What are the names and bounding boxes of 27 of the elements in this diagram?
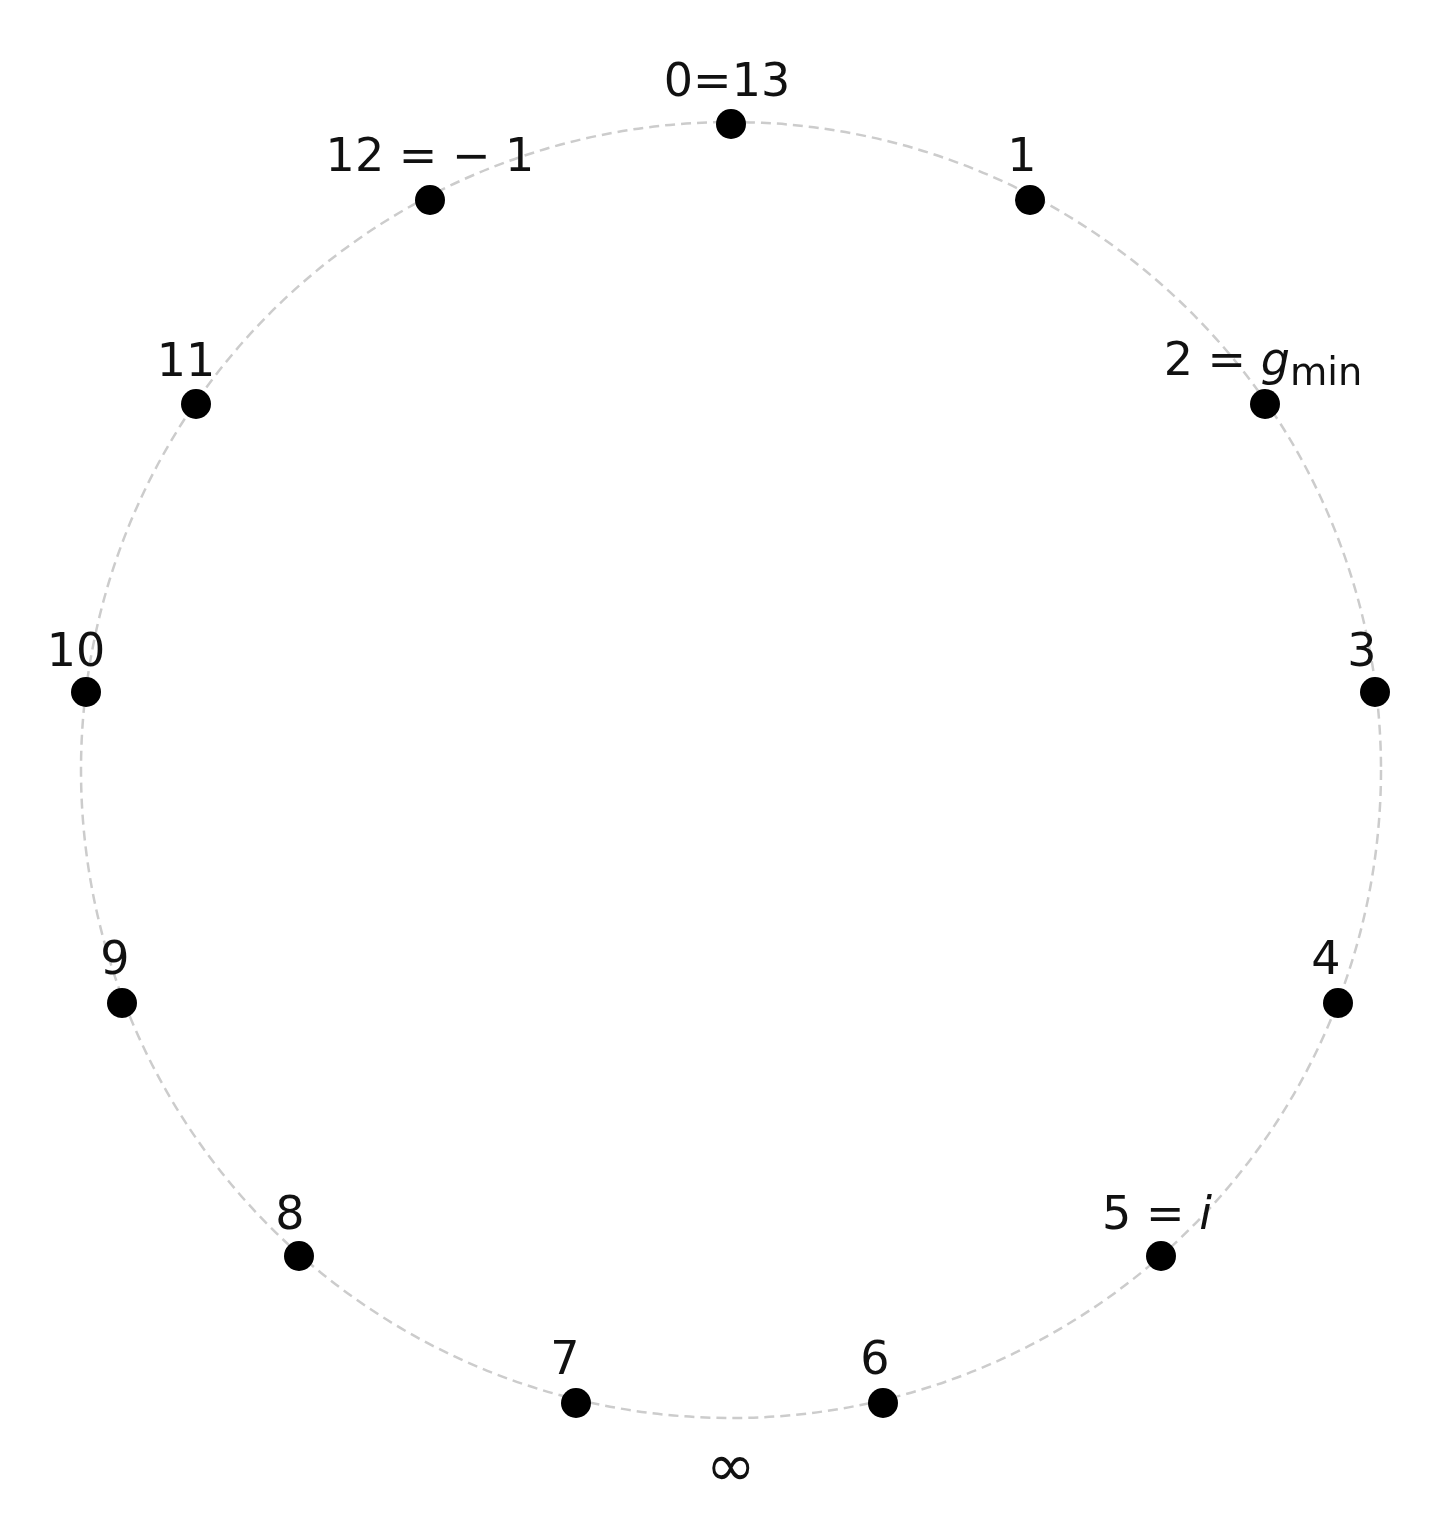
point-label: 9: [100, 935, 130, 981]
point-marker: [107, 988, 137, 1018]
point-marker: [1146, 1241, 1176, 1271]
point-label: 4: [1311, 935, 1341, 981]
point-label: 5 = i: [1102, 1190, 1212, 1236]
point-marker: [1250, 389, 1280, 419]
point-label: 6: [860, 1335, 890, 1381]
point-marker: [1015, 185, 1045, 215]
point-marker: [1323, 988, 1353, 1018]
point-marker: [71, 677, 101, 707]
point-marker: [868, 1388, 898, 1418]
point-marker: [561, 1388, 591, 1418]
point-label: 7: [550, 1335, 580, 1381]
point-marker: [181, 389, 211, 419]
point-label: 12 = − 1: [325, 132, 535, 178]
point-label: 0=13: [663, 57, 791, 103]
point-label: 11: [156, 337, 216, 383]
point-marker: [415, 185, 445, 215]
point-label: 1: [1007, 132, 1037, 178]
point-marker: [716, 109, 746, 139]
point-label: 2 = g$_{min}$: [1163, 336, 1363, 392]
point-marker: [1360, 677, 1390, 707]
point-label: 3: [1347, 627, 1377, 673]
point-label: 8: [275, 1190, 305, 1236]
point-marker: [284, 1241, 314, 1271]
point-label: ∞: [706, 1435, 756, 1495]
point-label: 10: [46, 627, 106, 673]
